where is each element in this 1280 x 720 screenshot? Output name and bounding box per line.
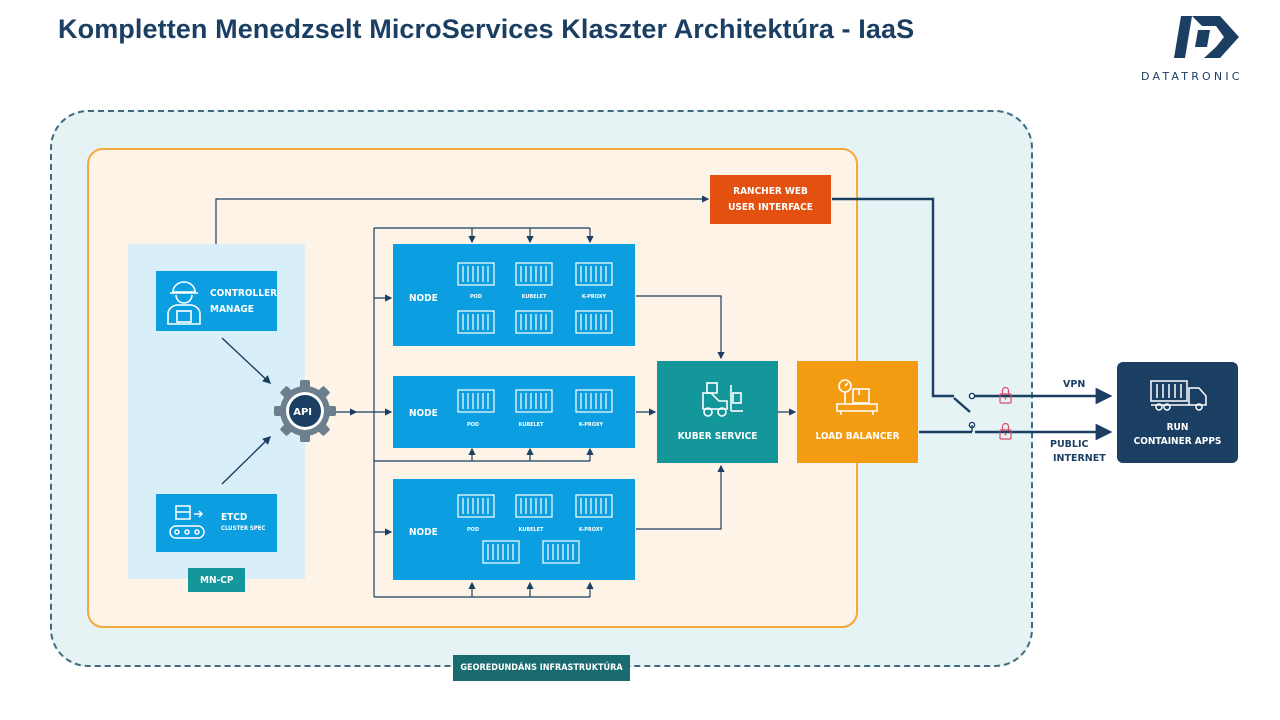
kubelet-label: KUBELET: [521, 294, 547, 300]
node-1[interactable]: NODE POD KUBELET K-PROXY: [393, 244, 635, 346]
run-container-apps-box[interactable]: RUN CONTAINER APPS: [1117, 362, 1238, 463]
load-balancer-label: LOAD BALANCER: [815, 431, 900, 442]
container-icon: [515, 494, 553, 518]
container-icon: [457, 494, 495, 518]
conveyor-icon: [169, 505, 205, 539]
container-icon: [515, 262, 553, 286]
node-2[interactable]: NODE POD KUBELET K-PROXY: [393, 376, 635, 448]
worker-icon: [167, 281, 201, 325]
node-3[interactable]: NODE POD KUBELET K-PROXY: [393, 479, 635, 580]
node-label: NODE: [409, 408, 438, 419]
container-icon: [575, 389, 613, 413]
container-icon: [457, 389, 495, 413]
etcd-box[interactable]: ETCD CLUSTER SPEC: [156, 494, 277, 552]
node-label: NODE: [409, 527, 438, 538]
container-icon: [575, 310, 613, 334]
container-apps-label: CONTAINER APPS: [1133, 436, 1222, 447]
api-label: API: [293, 407, 313, 418]
kproxy-label: K-PROXY: [581, 294, 607, 300]
page-title: Kompletten Menedzselt MicroServices Klas…: [58, 14, 915, 44]
mn-cp-label: MN-CP: [200, 575, 234, 586]
cluster-spec-label: CLUSTER SPEC: [221, 525, 266, 532]
container-icon: [542, 540, 580, 564]
kproxy-label: K-PROXY: [578, 422, 604, 428]
pod-label: POD: [467, 527, 479, 533]
node-label: NODE: [409, 293, 438, 304]
container-icon: [515, 389, 553, 413]
container-icon: [515, 310, 553, 334]
rancher-label-2: USER INTERFACE: [728, 202, 813, 213]
container-icon: [457, 310, 495, 334]
controller-label: CONTROLLER: [210, 288, 278, 299]
vpn-label: VPN: [1063, 379, 1086, 390]
pod-label: POD: [467, 422, 479, 428]
container-icon: [482, 540, 520, 564]
container-icon: [457, 262, 495, 286]
rancher-label-1: RANCHER WEB: [733, 186, 808, 197]
lock-icon: [999, 386, 1012, 440]
public-label: PUBLIC: [1050, 439, 1089, 450]
georedundant-label: GEOREDUNDÁNS INFRASTRUKTÚRA: [460, 663, 623, 673]
internet-label: INTERNET: [1053, 453, 1106, 464]
container-icon: [575, 262, 613, 286]
manage-label: MANAGE: [210, 304, 254, 315]
kubelet-label: KUBELET: [518, 527, 544, 533]
kuber-service-label: KUBER SERVICE: [677, 431, 758, 442]
truck-icon: [1150, 380, 1207, 411]
datatronic-logo: [1174, 16, 1239, 58]
etcd-label: ETCD: [221, 512, 248, 523]
container-icon: [575, 494, 613, 518]
load-balancer-box[interactable]: LOAD BALANCER: [797, 361, 918, 463]
pod-label: POD: [470, 294, 482, 300]
kubelet-label: KUBELET: [518, 422, 544, 428]
api-gear-icon[interactable]: [273, 379, 337, 443]
georedundant-badge: GEOREDUNDÁNS INFRASTRUKTÚRA: [453, 655, 630, 681]
controller-manage-box[interactable]: CONTROLLER MANAGE: [156, 271, 277, 331]
kuber-service-box[interactable]: KUBER SERVICE: [657, 361, 778, 463]
logo-text: DATATRONIC: [1141, 70, 1243, 83]
kproxy-label: K-PROXY: [578, 527, 604, 533]
scale-icon: [836, 379, 878, 415]
run-label: RUN: [1166, 422, 1189, 433]
mn-cp-badge: MN-CP: [188, 568, 245, 592]
forklift-icon: [702, 382, 743, 417]
rancher-web-ui-box[interactable]: RANCHER WEB USER INTERFACE: [710, 175, 831, 224]
